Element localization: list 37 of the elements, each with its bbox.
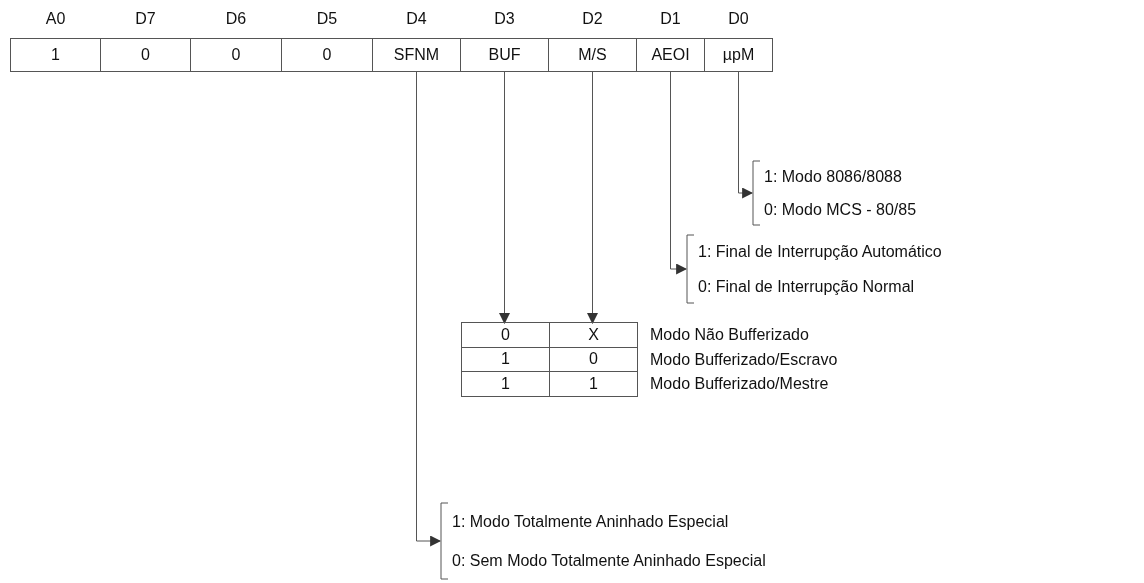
bit-name: A0 bbox=[44, 10, 67, 28]
register-cell: 0 bbox=[281, 38, 373, 72]
table-cell: 1 bbox=[461, 371, 550, 397]
bit-name: D7 bbox=[134, 10, 157, 28]
register-cell: AEOI bbox=[636, 38, 705, 72]
register-cell: SFNM bbox=[372, 38, 461, 72]
bit-name: D5 bbox=[315, 10, 339, 28]
option-text: 1: Modo Totalmente Aninhado Especial bbox=[452, 512, 730, 531]
table-cell: X bbox=[549, 322, 638, 348]
option-text: 0: Final de Interrupção Normal bbox=[698, 277, 916, 296]
table-cell: 1 bbox=[549, 371, 638, 397]
leader-arrow bbox=[738, 71, 754, 199]
register-cell: 1 bbox=[10, 38, 101, 72]
mode-description: Modo Não Bufferizado bbox=[650, 325, 809, 345]
register-cell: µpM bbox=[704, 38, 773, 72]
bit-name: D4 bbox=[405, 10, 428, 28]
leader-arrow bbox=[416, 71, 442, 547]
bit-name: D0 bbox=[727, 10, 750, 28]
register-cell: 0 bbox=[190, 38, 282, 72]
bit-name: D6 bbox=[224, 10, 248, 28]
bit-name: D3 bbox=[493, 10, 516, 28]
leader-arrow bbox=[670, 71, 688, 275]
mode-description: Modo Bufferizado/Escravo bbox=[650, 349, 838, 370]
option-text: 1: Final de Interrupção Automático bbox=[698, 242, 943, 261]
mode-description: Modo Bufferizado/Mestre bbox=[650, 374, 829, 395]
register-cell: M/S bbox=[548, 38, 637, 72]
option-text: 0: Modo MCS - 80/85 bbox=[764, 200, 918, 219]
option-text: 1: Modo 8086/8088 bbox=[764, 167, 903, 186]
bit-name: D1 bbox=[659, 10, 682, 28]
option-text: 0: Sem Modo Totalmente Aninhado Especial bbox=[452, 551, 767, 570]
register-cell: BUF bbox=[460, 38, 549, 72]
table-cell: 0 bbox=[461, 322, 550, 348]
bit-name: D2 bbox=[581, 10, 604, 28]
leader-arrow bbox=[587, 71, 598, 325]
mode-table bbox=[462, 323, 638, 397]
leader-arrow bbox=[499, 71, 510, 325]
register-cell: 0 bbox=[100, 38, 191, 72]
